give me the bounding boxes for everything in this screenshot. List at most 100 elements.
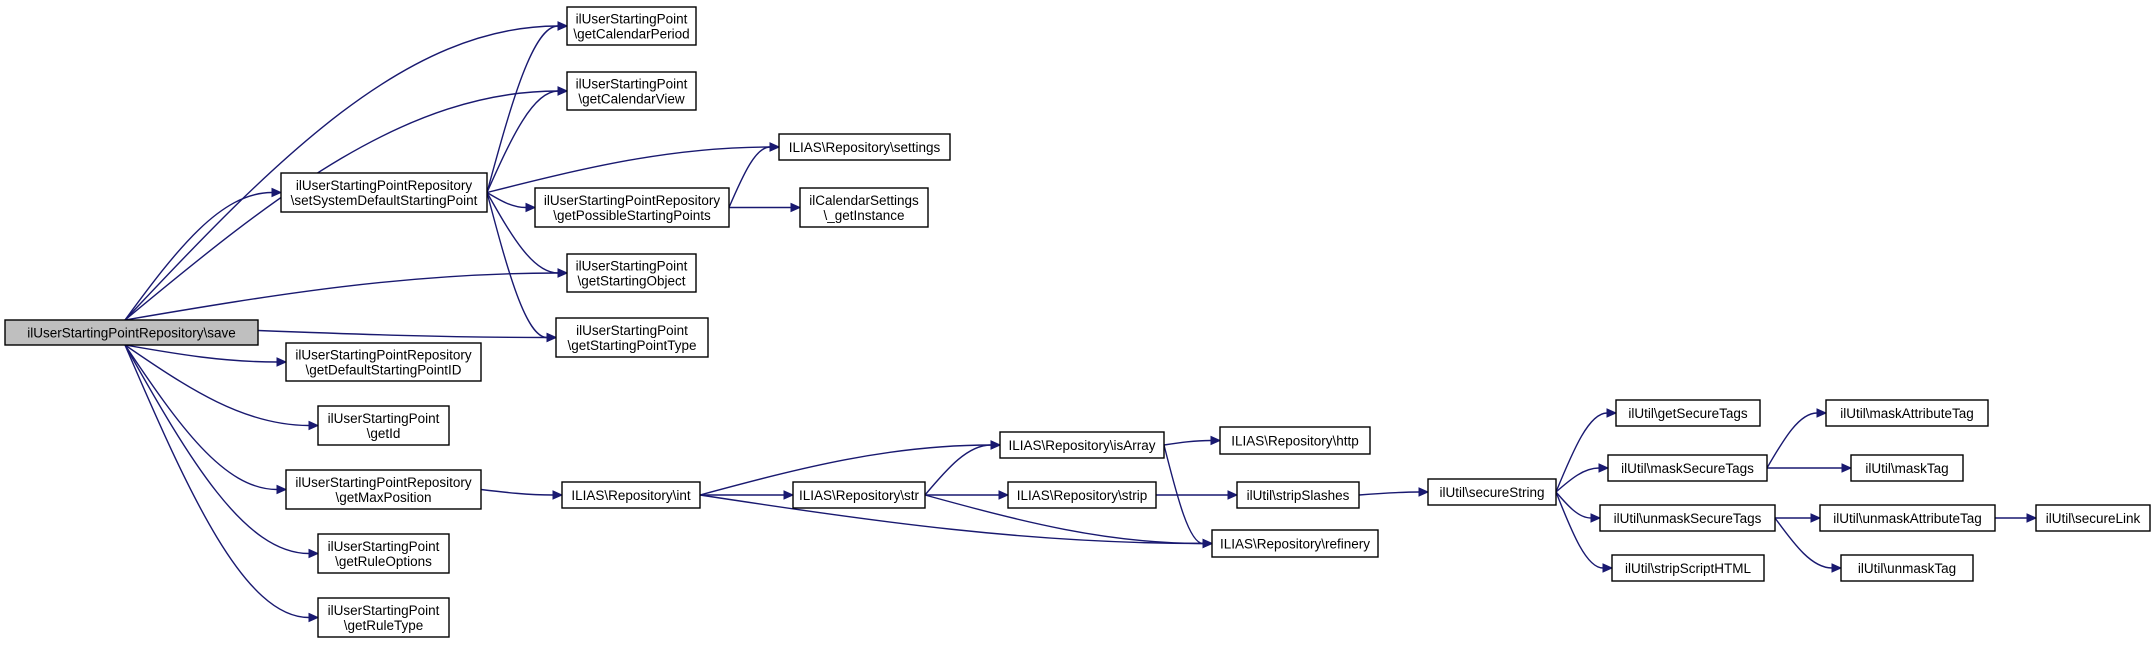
node-getCalendarPeriod[interactable]: ilUserStartingPoint\getCalendarPeriod xyxy=(566,6,697,46)
node-label: ILIAS\Repository\strip xyxy=(1017,488,1148,503)
node-unmaskTag[interactable]: ilUtil\unmaskTag xyxy=(1840,554,1974,582)
node-stripScriptHTML[interactable]: ilUtil\stripScriptHTML xyxy=(1611,554,1765,582)
edge-secureString-to-unmaskSecureTags xyxy=(1555,491,1602,523)
edge-arrowhead xyxy=(271,187,283,198)
node-label: ilUtil\secureLink xyxy=(2046,511,2141,526)
edge-arrowhead xyxy=(276,357,288,367)
edge-strip-to-stripSlashes xyxy=(1156,490,1239,500)
node-box xyxy=(1599,504,1776,532)
edge-arrowhead xyxy=(769,142,781,152)
edge-arrowhead xyxy=(2026,513,2038,523)
node-save[interactable]: ilUserStartingPointRepository\save xyxy=(4,319,259,346)
node-isArray[interactable]: ILIAS\Repository\isArray xyxy=(999,431,1165,459)
node-box xyxy=(1236,481,1360,509)
node-strip[interactable]: ILIAS\Repository\strip xyxy=(1007,481,1157,509)
edge-isArray-to-http xyxy=(1163,435,1222,446)
edge-getPossible-to-calSettings xyxy=(729,202,802,213)
node-box xyxy=(778,133,951,161)
edge-line xyxy=(1358,491,1420,496)
edge-save-to-getRuleType xyxy=(124,344,320,623)
edge-unmaskSecureTags-to-unmaskAttributeTag xyxy=(1775,513,1822,523)
node-setSystemDefault[interactable]: ilUserStartingPointRepository\setSystemD… xyxy=(280,172,488,213)
node-secureString[interactable]: ilUtil\secureString xyxy=(1427,478,1557,506)
node-box xyxy=(317,597,450,638)
node-box xyxy=(285,469,482,510)
node-label: ILIAS\Repository\isArray xyxy=(1008,438,1155,453)
node-maskTag[interactable]: ilUtil\maskTag xyxy=(1850,454,1964,482)
edge-save-to-getStartingObject xyxy=(124,268,569,321)
node-label: \getMaxPosition xyxy=(335,490,431,505)
node-box xyxy=(792,481,926,509)
node-box xyxy=(1825,399,1989,427)
node-unmaskSecureTags[interactable]: ilUtil\unmaskSecureTags xyxy=(1599,504,1776,532)
edge-line xyxy=(699,444,992,496)
node-stripSlashes[interactable]: ilUtil\stripSlashes xyxy=(1236,481,1360,509)
node-label: \getCalendarView xyxy=(578,92,685,107)
node-box xyxy=(280,172,488,213)
edge-line xyxy=(124,344,278,491)
node-label: ILIAS\Repository\str xyxy=(799,488,920,503)
edge-str-to-strip xyxy=(925,490,1010,500)
node-label: ilUtil\stripSlashes xyxy=(1247,488,1350,503)
node-box xyxy=(1607,454,1768,482)
edge-setSystemDefault-to-getCalendarView xyxy=(486,86,569,193)
node-getRuleOptions[interactable]: ilUserStartingPoint\getRuleOptions xyxy=(317,533,450,574)
node-label: ilUtil\getSecureTags xyxy=(1628,406,1748,421)
node-getId[interactable]: ilUserStartingPoint\getId xyxy=(317,405,450,446)
node-unmaskAttributeTag[interactable]: ilUtil\unmaskAttributeTag xyxy=(1819,504,1996,532)
edge-setSystemDefault-to-getStartingPointType xyxy=(486,192,558,343)
node-label: \getDefaultStartingPointID xyxy=(305,363,461,378)
node-settings[interactable]: ILIAS\Repository\settings xyxy=(778,133,951,161)
edge-line xyxy=(480,488,554,496)
node-label: ilUtil\unmaskAttributeTag xyxy=(1833,511,1982,526)
node-label: ilCalendarSettings xyxy=(809,193,919,208)
node-getDefaultID[interactable]: ilUserStartingPointRepository\getDefault… xyxy=(285,342,482,382)
node-getMaxPosition[interactable]: ilUserStartingPointRepository\getMaxPosi… xyxy=(285,469,482,510)
node-calSettings[interactable]: ilCalendarSettings\_getInstance xyxy=(799,187,929,228)
edge-getPossible-to-settings xyxy=(728,142,781,208)
node-box xyxy=(1611,554,1765,582)
node-getSecureTags[interactable]: ilUtil\getSecureTags xyxy=(1615,399,1761,427)
edge-save-to-getId xyxy=(124,344,320,431)
node-int[interactable]: ILIAS\Repository\int xyxy=(561,481,701,509)
node-getStartingObject[interactable]: ilUserStartingPoint\getStartingObject xyxy=(566,253,697,293)
node-box xyxy=(1615,399,1761,427)
node-http[interactable]: ILIAS\Repository\http xyxy=(1219,426,1371,455)
edge-line xyxy=(124,344,278,363)
edge-getMaxPosition-to-int xyxy=(480,488,564,500)
node-box xyxy=(1819,504,1996,532)
edge-arrowhead xyxy=(998,490,1010,500)
node-getCalendarView[interactable]: ilUserStartingPoint\getCalendarView xyxy=(566,71,697,111)
node-label: ilUserStartingPointRepository xyxy=(295,475,472,490)
node-getStartingPointType[interactable]: ilUserStartingPoint\getStartingPointType xyxy=(555,317,709,358)
edge-arrowhead xyxy=(1202,538,1214,549)
edge-arrowhead xyxy=(557,268,569,278)
node-secureLink[interactable]: ilUtil\secureLink xyxy=(2035,504,2151,532)
edge-arrowhead xyxy=(1590,513,1602,523)
edge-arrowhead xyxy=(1598,463,1610,473)
edge-str-to-isArray xyxy=(924,440,1002,496)
node-getPossible[interactable]: ilUserStartingPointRepository\getPossibl… xyxy=(534,187,730,228)
node-box xyxy=(1427,478,1557,506)
node-refinery[interactable]: ILIAS\Repository\refinery xyxy=(1211,529,1379,558)
node-box xyxy=(566,253,697,293)
node-label: ILIAS\Repository\http xyxy=(1231,434,1359,449)
edge-save-to-getStartingPointType xyxy=(257,329,558,343)
edge-arrowhead xyxy=(308,612,320,623)
edge-arrowhead xyxy=(1418,487,1430,497)
node-maskAttributeTag[interactable]: ilUtil\maskAttributeTag xyxy=(1825,399,1989,427)
edge-line xyxy=(924,494,1204,545)
edge-line xyxy=(486,191,527,209)
node-box xyxy=(1219,426,1371,455)
edge-unmaskSecureTags-to-unmaskTag xyxy=(1774,517,1843,573)
edge-line xyxy=(1163,444,1204,545)
edge-line xyxy=(486,25,559,193)
edge-secureString-to-maskSecureTags xyxy=(1555,463,1610,493)
node-str[interactable]: ILIAS\Repository\str xyxy=(792,481,926,509)
edge-unmaskAttributeTag-to-secureLink xyxy=(1995,513,2038,523)
edge-arrowhead xyxy=(1227,490,1239,500)
node-getRuleType[interactable]: ilUserStartingPoint\getRuleType xyxy=(317,597,450,638)
edge-arrowhead xyxy=(308,548,320,559)
node-maskSecureTags[interactable]: ilUtil\maskSecureTags xyxy=(1607,454,1768,482)
edge-setSystemDefault-to-getStartingObject xyxy=(486,192,569,278)
